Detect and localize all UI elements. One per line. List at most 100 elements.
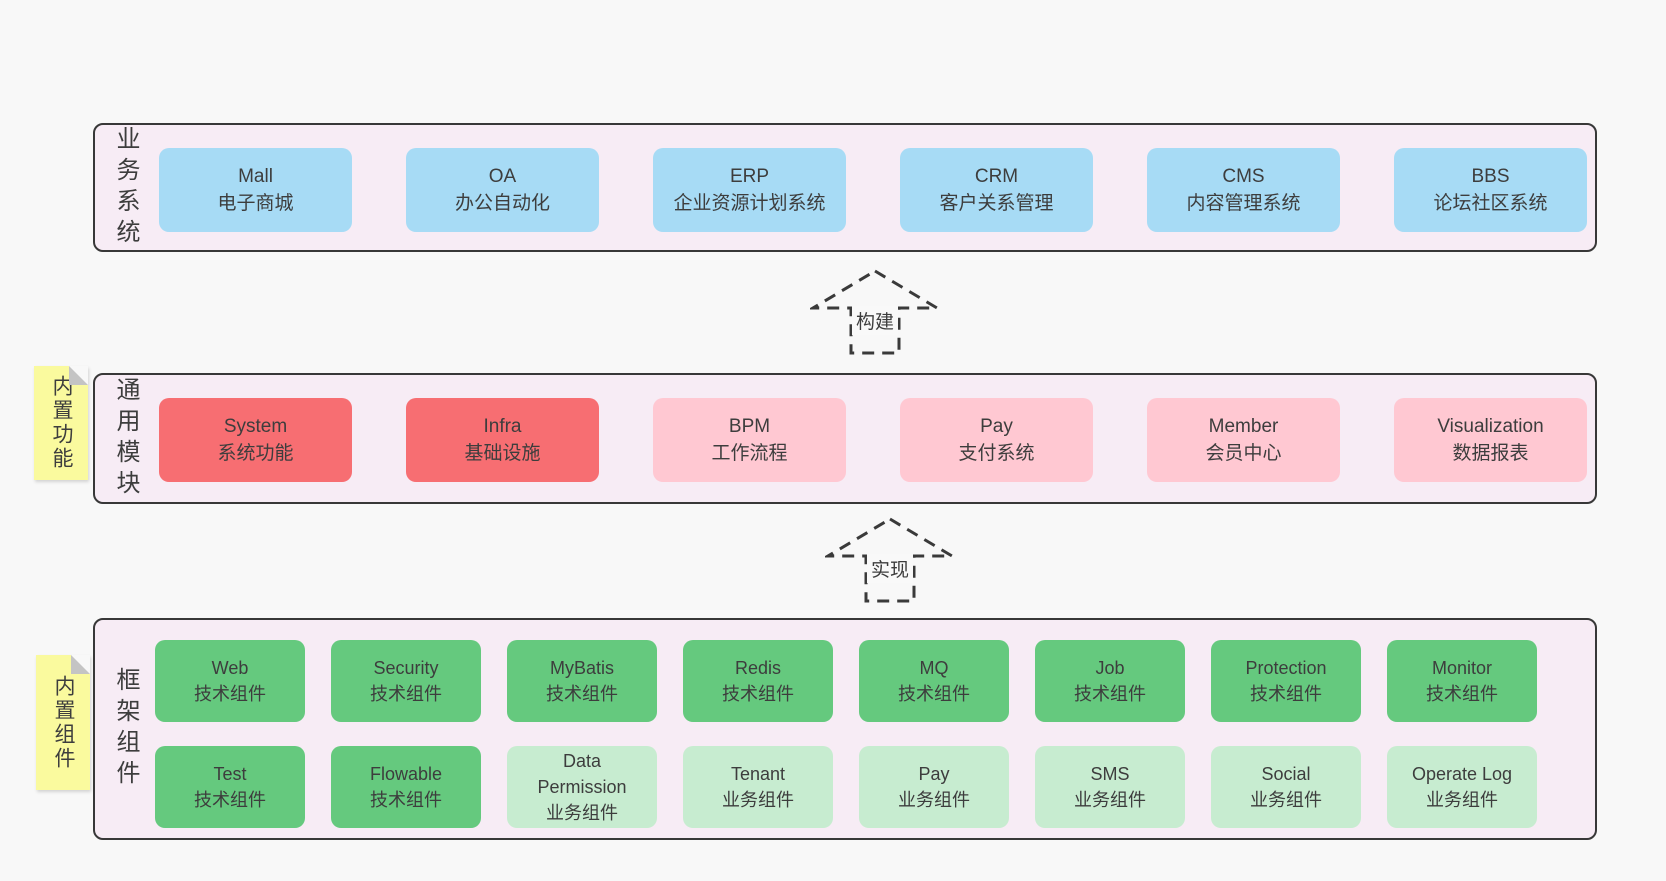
box-title: Operate Log <box>1411 764 1513 784</box>
box-title: Member <box>1208 416 1279 437</box>
box-title: MyBatis <box>549 658 614 678</box>
box-mq: MQ 技术组件 <box>859 640 1009 722</box>
box-pay-component: Pay 业务组件 <box>859 746 1009 828</box>
box-title: Test <box>213 764 247 784</box>
box-title: CRM <box>974 166 1019 187</box>
box-web: Web 技术组件 <box>155 640 305 722</box>
box-flowable: Flowable 技术组件 <box>331 746 481 828</box>
box-title: Data Permission <box>537 751 627 797</box>
box-subtitle: 技术组件 <box>1426 684 1498 704</box>
box-monitor: Monitor 技术组件 <box>1387 640 1537 722</box>
box-infra: Infra 基础设施 <box>406 398 599 482</box>
box-subtitle: 电子商城 <box>217 193 294 214</box>
box-redis: Redis 技术组件 <box>683 640 833 722</box>
box-mybatis: MyBatis 技术组件 <box>507 640 657 722</box>
box-subtitle: 论坛社区系统 <box>1433 193 1548 214</box>
box-subtitle: 技术组件 <box>370 790 442 810</box>
box-subtitle: 业务组件 <box>546 803 618 823</box>
box-title: Tenant <box>730 764 786 784</box>
folded-corner-icon <box>71 655 90 674</box>
box-title: Visualization <box>1437 416 1544 437</box>
box-protection: Protection 技术组件 <box>1211 640 1361 722</box>
box-subtitle: 数据报表 <box>1452 443 1529 464</box>
box-title: Pay <box>980 416 1013 437</box>
box-tenant: Tenant 业务组件 <box>683 746 833 828</box>
component-layer-label: 框架组件 <box>112 667 139 791</box>
implement-arrow-label: 实现 <box>866 554 914 583</box>
box-pay: Pay 支付系统 <box>900 398 1093 482</box>
box-subtitle: 业务组件 <box>1074 790 1146 810</box>
box-subtitle: 技术组件 <box>722 684 794 704</box>
module-layer-label: 通用模块 <box>112 376 139 501</box>
business-layer-label: 业务系统 <box>112 125 139 250</box>
box-data-permission: Data Permission 业务组件 <box>507 746 657 828</box>
box-title: BPM <box>728 416 771 437</box>
box-sms: SMS 业务组件 <box>1035 746 1185 828</box>
box-subtitle: 技术组件 <box>194 684 266 704</box>
box-system: System 系统功能 <box>159 398 352 482</box>
module-boxes-row: System 系统功能 Infra 基础设施 BPM 工作流程 Pay 支付系统… <box>159 398 1587 482</box>
box-subtitle: 基础设施 <box>464 443 541 464</box>
framework-components-layer: 框架组件 Web 技术组件 Security 技术组件 MyBatis 技术组件… <box>93 618 1597 840</box>
box-title: CMS <box>1222 166 1265 187</box>
box-title: MQ <box>919 658 949 678</box>
implement-arrow: 实现 <box>825 516 955 604</box>
builtin-features-tab: 内置功能 <box>34 366 88 480</box>
tab-label: 内置组件 <box>52 674 75 771</box>
tab-label: 内置功能 <box>50 375 73 471</box>
box-job: Job 技术组件 <box>1035 640 1185 722</box>
box-title: Redis <box>734 658 782 678</box>
build-arrow-label: 构建 <box>851 306 899 335</box>
box-title: BBS <box>1471 166 1510 187</box>
box-title: Web <box>211 658 249 678</box>
box-bpm: BPM 工作流程 <box>653 398 846 482</box>
box-erp: ERP 企业资源计划系统 <box>653 148 846 232</box>
box-bbs: BBS 论坛社区系统 <box>1394 148 1587 232</box>
common-modules-layer: 通用模块 System 系统功能 Infra 基础设施 BPM 工作流程 Pay… <box>93 373 1597 504</box>
box-subtitle: 技术组件 <box>898 684 970 704</box>
box-title: Flowable <box>369 764 443 784</box>
box-title: SMS <box>1090 764 1130 784</box>
box-visualization: Visualization 数据报表 <box>1394 398 1587 482</box>
box-subtitle: 技术组件 <box>194 790 266 810</box>
box-title: Security <box>373 658 439 678</box>
box-title: Social <box>1261 764 1311 784</box>
component-boxes-row-1: Web 技术组件 Security 技术组件 MyBatis 技术组件 Redi… <box>155 640 1537 722</box>
box-title: System <box>223 416 288 437</box>
box-subtitle: 系统功能 <box>217 443 294 464</box>
box-subtitle: 技术组件 <box>370 684 442 704</box>
box-subtitle: 办公自动化 <box>454 193 550 214</box>
box-subtitle: 会员中心 <box>1205 443 1282 464</box>
business-boxes-row: Mall 电子商城 OA 办公自动化 ERP 企业资源计划系统 CRM 客户关系… <box>159 148 1587 232</box>
box-subtitle: 客户关系管理 <box>939 193 1054 214</box>
box-crm: CRM 客户关系管理 <box>900 148 1093 232</box>
box-test: Test 技术组件 <box>155 746 305 828</box>
folded-corner-icon <box>69 366 88 385</box>
box-member: Member 会员中心 <box>1147 398 1340 482</box>
box-title: Mall <box>238 166 273 187</box>
business-systems-layer: 业务系统 Mall 电子商城 OA 办公自动化 ERP 企业资源计划系统 CRM… <box>93 123 1597 252</box>
box-subtitle: 工作流程 <box>711 443 788 464</box>
box-oa: OA 办公自动化 <box>406 148 599 232</box>
box-title: Infra <box>483 416 522 437</box>
box-subtitle: 业务组件 <box>1250 790 1322 810</box>
box-title: Job <box>1095 658 1125 678</box>
box-subtitle: 内容管理系统 <box>1186 193 1301 214</box>
box-operate-log: Operate Log 业务组件 <box>1387 746 1537 828</box>
box-subtitle: 业务组件 <box>898 790 970 810</box>
box-social: Social 业务组件 <box>1211 746 1361 828</box>
build-arrow: 构建 <box>810 268 940 356</box>
box-title: Monitor <box>1431 658 1493 678</box>
box-subtitle: 技术组件 <box>1250 684 1322 704</box>
component-boxes-row-2: Test 技术组件 Flowable 技术组件 Data Permission … <box>155 746 1537 828</box>
box-title: ERP <box>729 166 770 187</box>
box-title: Protection <box>1245 658 1327 678</box>
box-title: OA <box>488 166 517 187</box>
box-subtitle: 技术组件 <box>1074 684 1146 704</box>
box-security: Security 技术组件 <box>331 640 481 722</box>
box-subtitle: 企业资源计划系统 <box>673 193 826 214</box>
box-subtitle: 业务组件 <box>722 790 794 810</box>
builtin-components-tab: 内置组件 <box>36 655 90 790</box>
box-cms: CMS 内容管理系统 <box>1147 148 1340 232</box>
